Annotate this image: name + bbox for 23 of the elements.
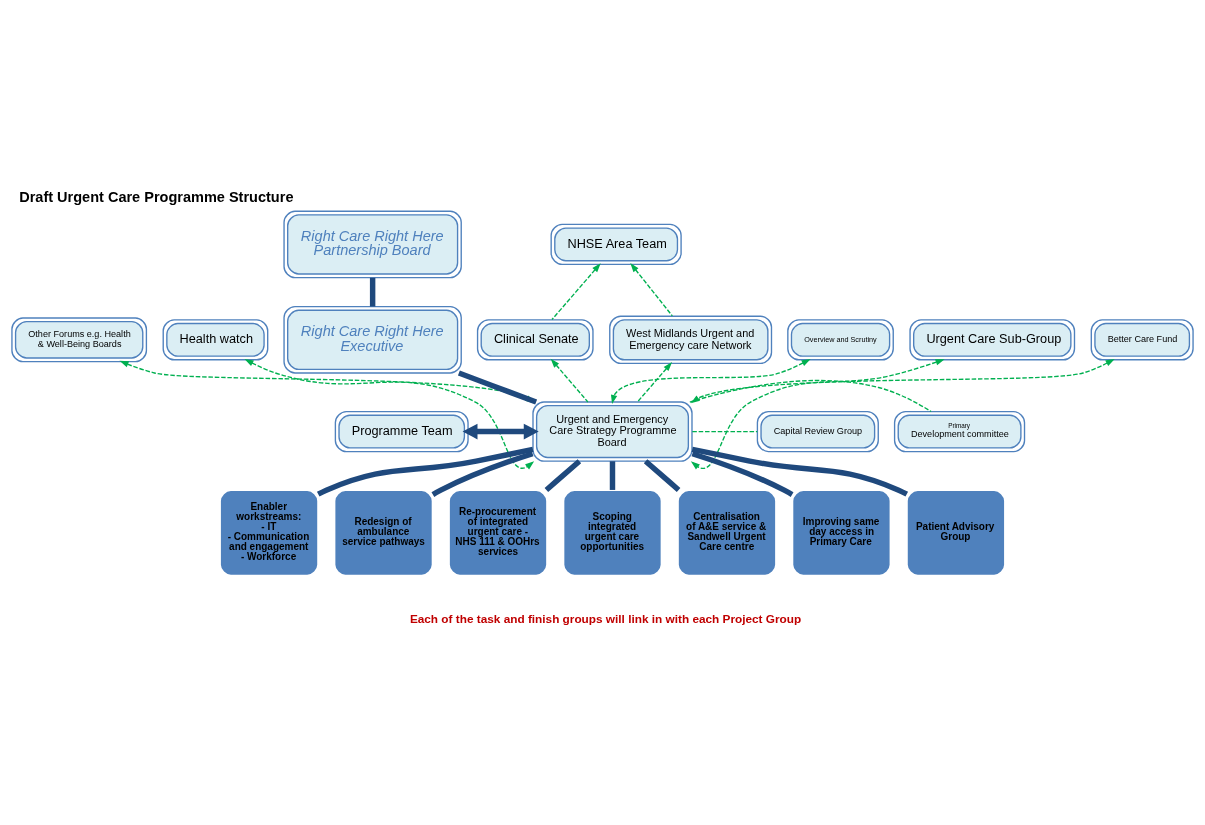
- connector: [609, 461, 616, 490]
- node-box: Improving same day access in Primary Care: [791, 489, 892, 577]
- node-box: Centralisation of A&E service & Sandwell Urgent Care centre: [677, 489, 777, 577]
- diagram-title: Draft Urgent Care Programme Structure: [19, 188, 294, 205]
- node-box: Patient Advisory Group: [905, 489, 1006, 577]
- connector: [431, 451, 534, 497]
- connector: [316, 446, 534, 497]
- connector: [691, 430, 758, 433]
- arrow: [551, 263, 601, 321]
- arrow: [462, 423, 539, 440]
- connector: [691, 451, 794, 497]
- connector: [691, 446, 909, 497]
- node-box: Enabler workstreams: - IT - Communication and engagement - Workforce: [219, 489, 320, 577]
- node-box: Redesign of ambulance service pathways: [333, 489, 434, 577]
- arrow: [636, 362, 673, 403]
- node-box: Re-procurement of integrated urgent care - NHS 111 & OOHrs services: [448, 489, 548, 577]
- connector: [643, 459, 681, 492]
- connector: [544, 459, 582, 492]
- node-box: Scoping integrated urgent care opportunities: [562, 489, 663, 577]
- arrow: [630, 263, 673, 317]
- arrow: [550, 358, 589, 403]
- caption: Each of the task and finish groups will link in with each Project Group: [409, 612, 802, 627]
- connector: [369, 277, 376, 307]
